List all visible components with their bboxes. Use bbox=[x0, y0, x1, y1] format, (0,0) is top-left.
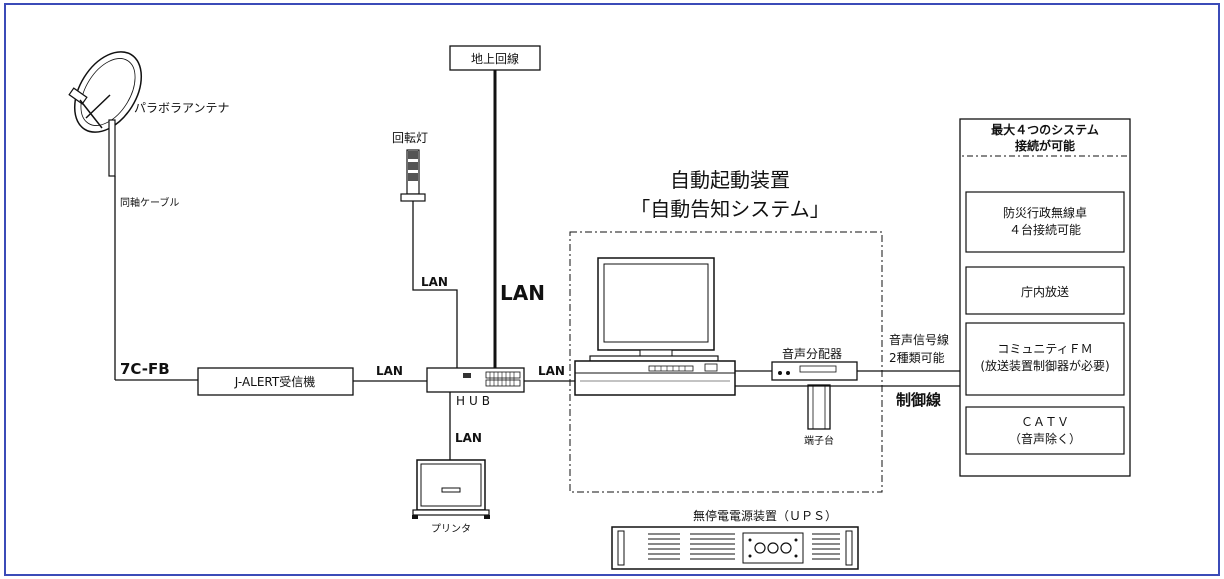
printer-icon bbox=[412, 459, 490, 519]
auto-notify-system-frame bbox=[569, 231, 883, 493]
lan-label-ground: LAN bbox=[500, 281, 545, 305]
rotating-light-label: 回転灯 bbox=[392, 131, 428, 145]
box-community-fm bbox=[965, 322, 1125, 396]
jalert-receiver-box bbox=[197, 367, 354, 396]
box-bousai-label-2: ４台接続可能 bbox=[1009, 222, 1081, 237]
box-community-fm-label-1: コミュニティＦＭ bbox=[997, 342, 1092, 356]
ground-line-box bbox=[449, 45, 541, 71]
box-community-fm-label-2: (放送装置制御器が必要) bbox=[980, 358, 1109, 373]
lan-line-light-hub bbox=[412, 201, 458, 368]
box-bousai-label-1: 防災行政無線卓 bbox=[1003, 205, 1087, 220]
box-catv-label-1: ＣＡＴＶ bbox=[1021, 415, 1069, 429]
box-bousai bbox=[965, 191, 1125, 253]
lan-label-hub-device: LAN bbox=[538, 364, 565, 378]
outer-frame bbox=[4, 3, 1220, 576]
control-line-label: 制御線 bbox=[896, 391, 941, 409]
system-panel-title-1: 最大４つのシステム bbox=[991, 122, 1099, 137]
auto-notify-title: 「自動告知システム」 bbox=[630, 197, 829, 221]
audio-signal-line-label-2: 2種類可能 bbox=[889, 351, 945, 365]
system-panel-title-2: 接続が可能 bbox=[1015, 138, 1075, 153]
jalert-receiver-label: J-ALERT受信機 bbox=[234, 374, 315, 389]
box-catv-label-2: （音声除く） bbox=[1009, 431, 1081, 446]
box-chounai-label: 庁内放送 bbox=[1021, 284, 1069, 299]
audio-distributor-icon bbox=[771, 361, 858, 381]
box-catv bbox=[965, 406, 1125, 455]
lan-label-light-hub: LAN bbox=[421, 275, 448, 289]
pc-chassis-icon bbox=[574, 360, 736, 396]
coax-cable-label: 同軸ケーブル bbox=[120, 196, 179, 209]
monitor-icon bbox=[589, 257, 719, 362]
system-panel-header bbox=[959, 118, 1131, 157]
hub-icon bbox=[426, 367, 525, 393]
audio-distributor-label: 音声分配器 bbox=[782, 346, 842, 361]
lan-label-hub-printer: LAN bbox=[455, 431, 482, 445]
box-chounai bbox=[965, 266, 1125, 315]
rotating-light-icon bbox=[400, 149, 426, 202]
lan-label-jalert-hub: LAN bbox=[376, 364, 403, 378]
ups-icon bbox=[611, 526, 859, 570]
ground-line-label: 地上回線 bbox=[471, 51, 519, 66]
parabola-antenna-label: パラボラアンテナ bbox=[134, 101, 230, 115]
terminal-block-icon bbox=[807, 384, 831, 430]
terminal-block-label: 端子台 bbox=[804, 434, 834, 447]
auto-start-title: 自動起動装置 bbox=[670, 168, 790, 192]
cable-7cfb-label: 7C-FB bbox=[120, 360, 170, 378]
hub-label: HUB bbox=[456, 394, 494, 408]
printer-label: プリンタ bbox=[431, 523, 471, 535]
parabola-antenna-icon bbox=[68, 51, 143, 177]
audio-signal-line-label-1: 音声信号線 bbox=[889, 332, 949, 347]
ups-label: 無停電電源装置（ＵＰＳ） bbox=[693, 508, 837, 523]
